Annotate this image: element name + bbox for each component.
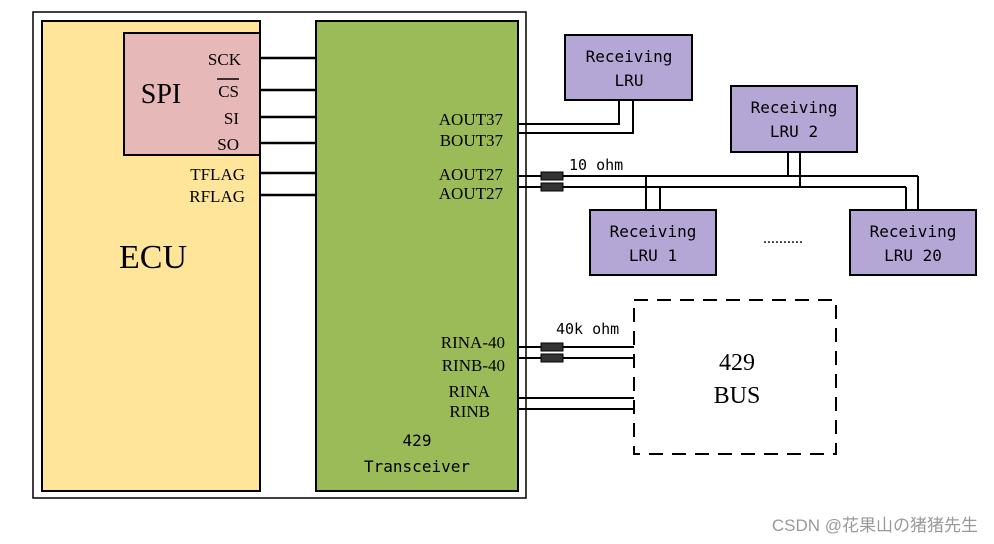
pin-si: SI (224, 109, 239, 128)
lru-label-line1: Receiving (586, 47, 673, 66)
resistor-10ohm-bottom (540, 182, 564, 192)
lru2-label-line2: LRU 2 (770, 122, 818, 141)
lru20-label-line1: Receiving (870, 222, 957, 241)
lru1-box (589, 209, 717, 276)
watermark: CSDN @花果山の猪猪先生 (772, 516, 978, 535)
wire-bout37 (518, 100, 634, 134)
pin-tflag: TFLAG (190, 165, 245, 184)
out37-wires (518, 100, 634, 134)
pin-sck: SCK (208, 50, 242, 69)
receive-wires (518, 346, 634, 410)
lru1-label-line1: Receiving (610, 222, 697, 241)
pin-rina: RINA (448, 382, 490, 401)
transceiver-block (315, 20, 519, 492)
resistor-10ohm-top (540, 171, 564, 181)
resistor-40k-bottom (540, 353, 564, 363)
lru-ellipsis: .......... (763, 230, 803, 247)
spi-label: SPI (141, 79, 181, 110)
spi-wires (260, 56, 316, 197)
outer-frame (32, 11, 527, 499)
resistor-40k-top (540, 342, 564, 352)
lru1-label-line2: LRU 1 (629, 246, 677, 265)
pin-rinb: RINB (449, 402, 490, 421)
out27-wires (518, 152, 919, 210)
spi-block (123, 32, 261, 156)
bus-label-number: 429 (719, 350, 755, 376)
pin-cs: CS (218, 82, 239, 101)
bus-label-name: BUS (714, 383, 761, 409)
transceiver-label-name: Transceiver (364, 457, 470, 476)
ecu-label: ECU (119, 239, 187, 276)
pin-rina40: RINA-40 (441, 333, 505, 352)
pin-aout27-bottom: AOUT27 (439, 184, 504, 203)
lru2-label-line1: Receiving (751, 98, 838, 117)
pin-so: SO (217, 135, 239, 154)
pin-bout37: BOUT37 (440, 131, 504, 150)
lru2-box (730, 85, 858, 153)
resistor-10ohm-label: 10 ohm (569, 156, 623, 174)
resistor-40k-label: 40k ohm (556, 320, 619, 338)
lru-box (564, 34, 693, 101)
wire-aout37 (518, 100, 620, 125)
lru20-box (849, 209, 977, 276)
pin-rflag: RFLAG (189, 187, 245, 206)
pin-rinb40: RINB-40 (442, 356, 505, 375)
transceiver-label-number: 429 (403, 431, 432, 450)
pin-aout27-top: AOUT27 (439, 165, 504, 184)
bus-box (633, 299, 837, 455)
lru20-label-line2: LRU 20 (884, 246, 942, 265)
pin-aout37: AOUT37 (439, 110, 504, 129)
lru-label-line2: LRU (615, 71, 644, 90)
